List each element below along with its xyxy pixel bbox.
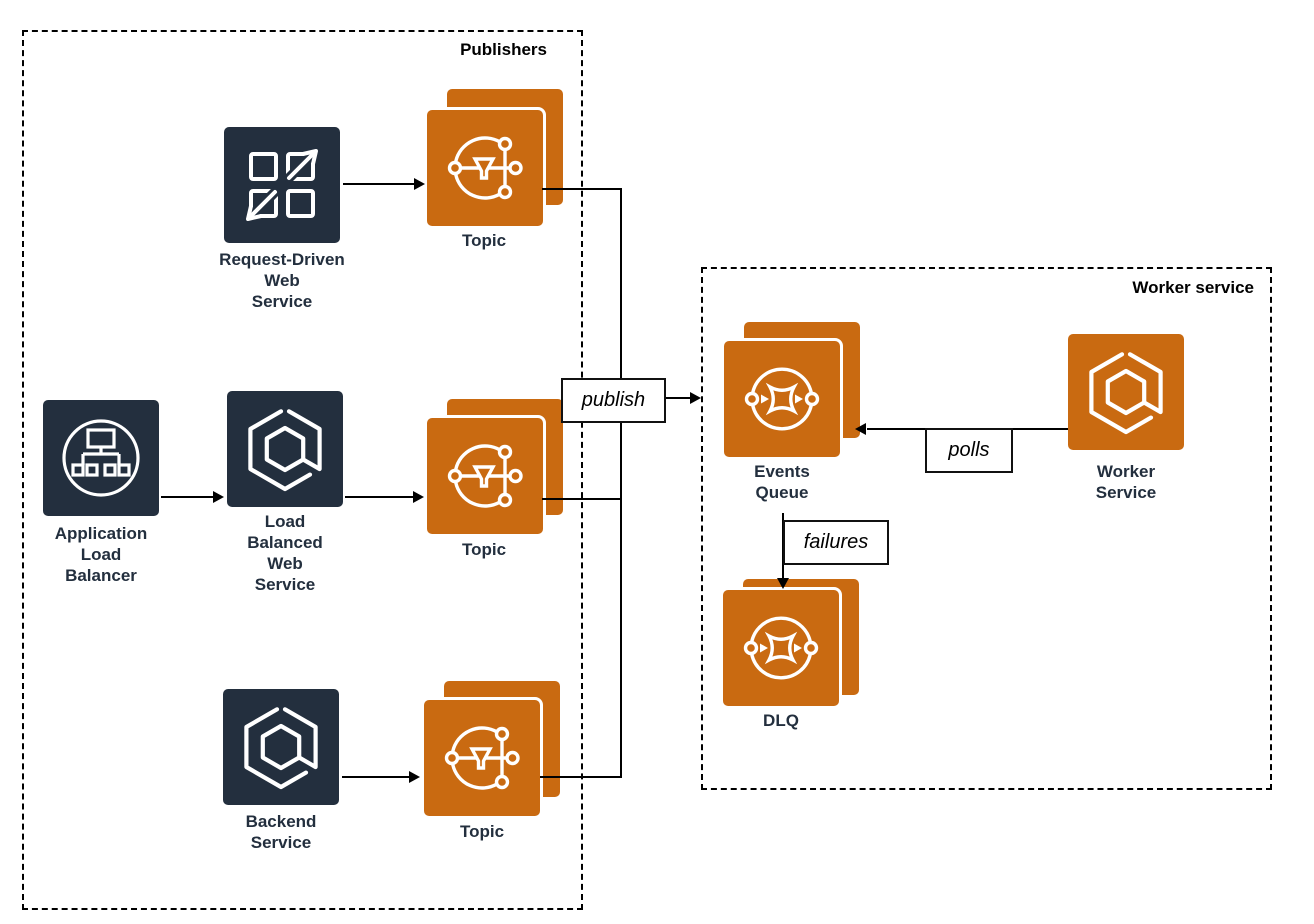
rdws-to-topic-arrowhead-icon xyxy=(414,178,425,190)
sqs-queue-icon xyxy=(723,590,839,706)
publish-arrowhead-icon xyxy=(690,392,701,404)
polls-arrowhead-icon xyxy=(855,423,866,435)
backend-to-topic-arrowhead-icon xyxy=(409,771,420,783)
worker-service-label: Worker Service xyxy=(1095,462,1157,502)
rdws-to-topic-arrow xyxy=(343,183,417,185)
publishers-group-box: Publishers xyxy=(22,30,583,910)
topic-middle-label: Topic xyxy=(461,540,507,559)
topic-top-label: Topic xyxy=(461,231,507,250)
publish-arrow xyxy=(662,397,691,399)
service-hexagon-icon xyxy=(223,689,339,805)
sns-topic-icon xyxy=(424,700,540,816)
alb-to-lbws-arrow xyxy=(161,496,214,498)
app-runner-grid-arrows-icon xyxy=(224,127,340,243)
failures-edge-label: failures xyxy=(783,520,889,565)
sns-topic-icon xyxy=(427,418,543,534)
service-hexagon-icon xyxy=(1068,334,1184,450)
lbws-to-topic-arrow xyxy=(345,496,414,498)
events-queue-label: Events Queue xyxy=(754,462,810,502)
backend-to-topic-arrow xyxy=(342,776,410,778)
polls-edge-label: polls xyxy=(925,428,1013,473)
topics-junction-vertical-line xyxy=(620,188,622,778)
alb-to-lbws-arrowhead-icon xyxy=(213,491,224,503)
publish-edge-label: publish xyxy=(561,378,666,423)
sqs-queue-icon xyxy=(724,341,840,457)
dlq-label: DLQ xyxy=(763,711,799,730)
lbws-to-topic-arrowhead-icon xyxy=(413,491,424,503)
topic-bottom-junction-line xyxy=(540,776,622,778)
publishers-group-label: Publishers xyxy=(460,40,547,59)
topic-middle-junction-line xyxy=(542,498,622,500)
worker-service-group-label: Worker service xyxy=(1132,278,1254,297)
topic-top-junction-line xyxy=(542,188,622,190)
failures-arrowhead-icon xyxy=(777,578,789,589)
application-load-balancer-label: Application Load Balancer xyxy=(54,524,148,585)
sns-topic-icon xyxy=(427,110,543,226)
worker-service-group-box: Worker service xyxy=(701,267,1272,790)
load-balanced-web-service-label: Load Balanced Web Service xyxy=(247,512,323,594)
topic-bottom-label: Topic xyxy=(459,822,505,841)
service-hexagon-icon xyxy=(227,391,343,507)
request-driven-web-service-label: Request-Driven Web Service xyxy=(219,250,345,311)
load-balancer-icon xyxy=(43,400,159,516)
backend-service-label: Backend Service xyxy=(245,812,317,852)
